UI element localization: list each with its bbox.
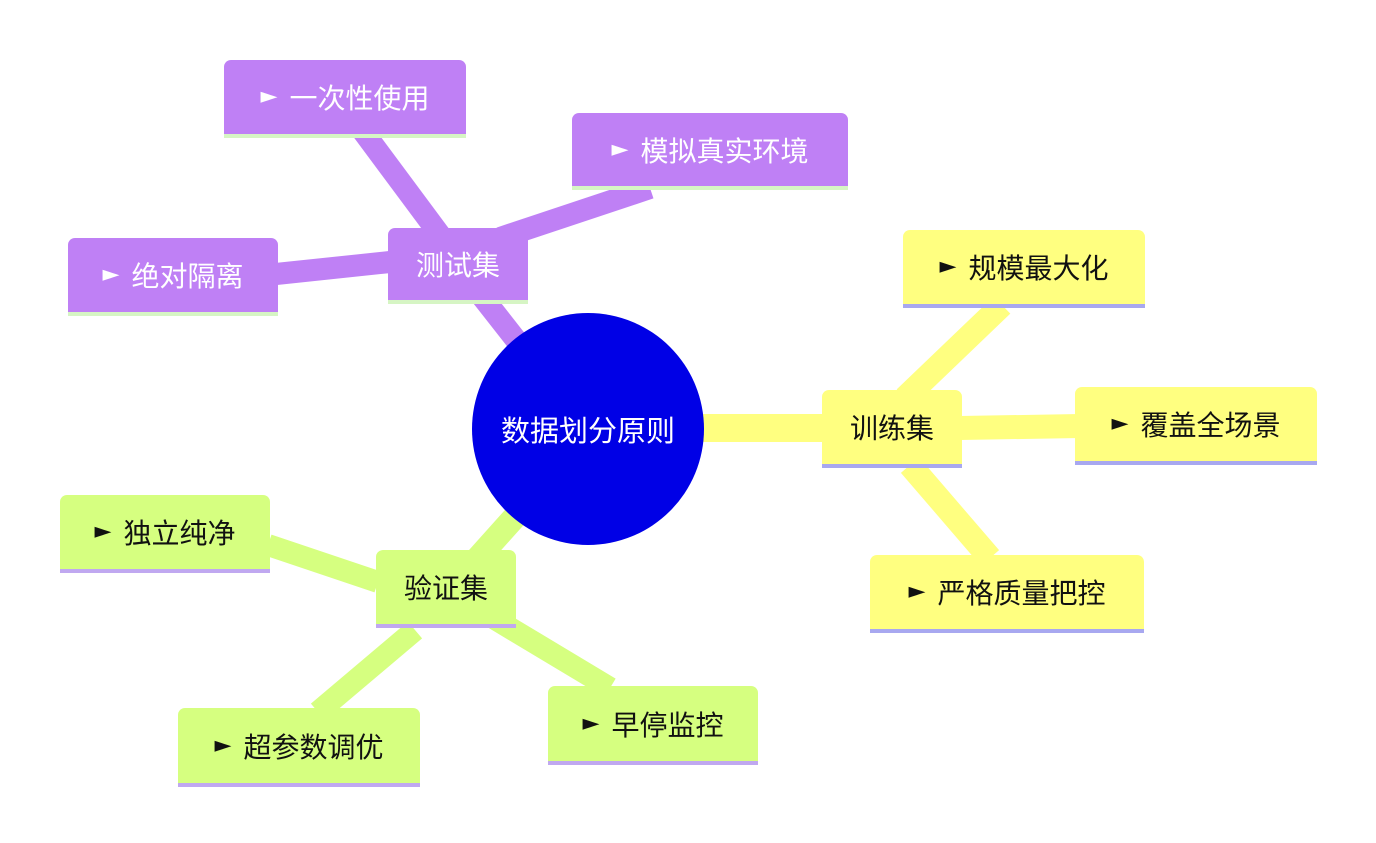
branch-val-label: 验证集	[403, 572, 488, 605]
train-leaf-node[interactable]: ► 规模最大化	[903, 230, 1145, 308]
connector-line	[896, 296, 1011, 407]
test-leaf-label: 模拟真实环境	[640, 134, 809, 168]
branch-test-node[interactable]: 测试集	[388, 228, 528, 304]
train-leaf-node[interactable]: ► 覆盖全场景	[1075, 387, 1317, 465]
bullet-arrow-icon: ►	[611, 136, 629, 162]
train-leaf-label: 严格质量把控	[937, 577, 1106, 610]
branch-test-label: 测试集	[415, 249, 500, 282]
train-leaf-label: 覆盖全场景	[1140, 409, 1281, 442]
connector-line	[900, 457, 1000, 566]
connector-line	[353, 123, 449, 242]
bullet-arrow-icon: ►	[1111, 411, 1129, 436]
test-leaf-node[interactable]: ► 一次性使用	[224, 60, 466, 138]
test-leaf-label: 一次性使用	[289, 82, 430, 115]
connector-line	[959, 414, 1081, 440]
branch-train-node[interactable]: 训练集	[822, 390, 962, 468]
test-leaf-node[interactable]: ► 绝对隔离	[68, 238, 278, 316]
val-leaf-label: 独立纯净	[123, 517, 236, 550]
test-leaf-node[interactable]: ► 模拟真实环境	[572, 113, 848, 190]
branch-val-node[interactable]: 验证集	[376, 550, 516, 628]
connector-line	[484, 606, 616, 698]
bullet-arrow-icon: ►	[102, 262, 120, 287]
val-leaf-node[interactable]: ► 早停监控	[548, 686, 758, 765]
connector-line	[310, 621, 423, 721]
bullet-arrow-icon: ►	[908, 579, 926, 604]
connector-line	[274, 251, 392, 285]
bullet-arrow-icon: ►	[214, 732, 232, 758]
root-node[interactable]: 数据划分原则	[472, 313, 704, 545]
val-leaf-node[interactable]: ► 超参数调优	[178, 708, 420, 787]
bullet-arrow-icon: ►	[260, 84, 278, 109]
train-leaf-node[interactable]: ► 严格质量把控	[870, 555, 1144, 633]
connector-line	[264, 534, 382, 593]
val-leaf-label: 超参数调优	[243, 730, 384, 764]
train-leaf-label: 规模最大化	[968, 252, 1109, 285]
branch-train-label: 训练集	[849, 412, 934, 445]
val-leaf-label: 早停监控	[611, 708, 724, 742]
bullet-arrow-icon: ►	[94, 519, 112, 544]
bullet-arrow-icon: ►	[939, 254, 957, 279]
bullet-arrow-icon: ►	[582, 710, 600, 736]
test-leaf-label: 绝对隔离	[131, 260, 244, 293]
val-leaf-node[interactable]: ► 独立纯净	[60, 495, 270, 573]
